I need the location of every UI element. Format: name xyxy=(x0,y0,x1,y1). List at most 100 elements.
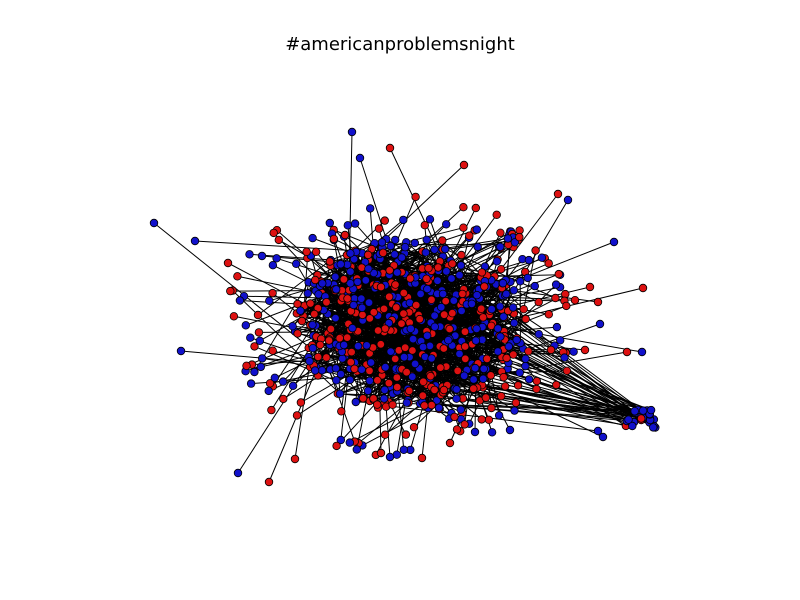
graph-node-red xyxy=(638,283,648,293)
graph-node-red xyxy=(326,324,336,334)
graph-node-red xyxy=(459,160,469,170)
graph-node-red xyxy=(296,398,306,407)
graph-node-red xyxy=(226,286,235,296)
graph-node-red xyxy=(417,453,427,463)
graph-node-red xyxy=(448,309,457,318)
graph-node-blue xyxy=(471,363,480,373)
graph-node-red xyxy=(229,312,239,321)
graph-node-blue xyxy=(345,438,354,447)
graph-node-blue xyxy=(379,394,389,403)
graph-node-blue xyxy=(257,251,267,261)
graph-edge xyxy=(246,311,374,367)
graph-node-red xyxy=(461,354,470,363)
graph-node-red xyxy=(357,263,366,272)
graph-node-red xyxy=(458,289,467,299)
graph-node-red xyxy=(477,268,487,277)
graph-node-blue xyxy=(386,347,395,356)
graph-node-blue xyxy=(524,375,534,384)
graph-node-blue xyxy=(524,255,534,265)
graph-node-blue xyxy=(362,341,371,350)
graph-node-red xyxy=(411,192,420,202)
graph-node-blue xyxy=(336,435,345,445)
graph-node-blue xyxy=(457,306,466,316)
graph-node-red xyxy=(445,324,454,334)
graph-node-blue xyxy=(350,219,360,228)
graph-node-blue xyxy=(339,340,349,350)
graph-node-blue xyxy=(509,286,519,295)
graph-node-red xyxy=(358,394,368,403)
graph-node-red xyxy=(469,384,478,393)
graph-node-red xyxy=(562,366,572,375)
graph-node-red xyxy=(501,382,510,391)
graph-node-blue xyxy=(563,195,573,205)
graph-node-red xyxy=(384,378,394,388)
graph-node-red xyxy=(409,423,419,432)
graph-node-red xyxy=(465,231,474,240)
graph-node-red xyxy=(350,364,359,373)
graph-node-red xyxy=(460,420,469,429)
graph-node-blue xyxy=(441,244,450,254)
graph-node-blue xyxy=(353,277,362,287)
graph-node-blue xyxy=(503,234,513,243)
graph-node-red xyxy=(492,210,501,219)
graph-node-blue xyxy=(444,336,453,345)
graph-edge xyxy=(448,265,561,341)
graph-node-red xyxy=(401,343,410,352)
graph-node-blue xyxy=(397,253,406,262)
graph-node-red xyxy=(306,299,315,308)
graph-node-blue xyxy=(408,334,418,344)
graph-node-red xyxy=(279,394,288,404)
graph-node-red xyxy=(552,380,561,390)
graph-node-red xyxy=(448,259,457,268)
graph-node-red xyxy=(551,293,560,303)
graph-node-blue xyxy=(292,259,301,268)
graph-node-blue xyxy=(460,371,469,380)
graph-node-red xyxy=(311,247,321,256)
graph-node-red xyxy=(415,314,424,324)
graph-node-blue xyxy=(365,376,374,385)
graph-node-red xyxy=(593,297,603,307)
graph-node-blue xyxy=(385,452,395,462)
graph-node-red xyxy=(422,274,431,283)
graph-node-blue xyxy=(628,421,637,431)
graph-node-blue xyxy=(472,324,481,333)
graph-node-blue xyxy=(310,366,320,375)
graph-node-red xyxy=(369,394,378,403)
graph-node-red xyxy=(274,235,283,245)
graph-node-blue xyxy=(401,242,410,252)
graph-node-blue xyxy=(366,358,376,367)
graph-node-red xyxy=(477,304,486,313)
graph-node-red xyxy=(585,282,595,292)
graph-node-blue xyxy=(268,261,278,270)
graph-node-blue xyxy=(470,427,480,437)
graph-node-blue xyxy=(498,279,508,288)
graph-node-blue xyxy=(246,379,256,388)
graph-node-blue xyxy=(452,394,461,403)
graph-node-red xyxy=(427,295,436,304)
graph-node-blue xyxy=(492,257,502,266)
graph-node-blue xyxy=(380,385,389,395)
graph-node-blue xyxy=(296,306,305,315)
graph-node-red xyxy=(373,376,382,385)
graph-node-blue xyxy=(393,268,402,277)
graph-node-blue xyxy=(255,336,264,345)
graph-node-blue xyxy=(346,279,355,288)
graph-node-blue xyxy=(364,298,374,307)
graph-node-red xyxy=(441,296,450,306)
graph-node-red xyxy=(480,282,489,291)
graph-edge xyxy=(456,398,633,427)
graph-node-red xyxy=(365,314,374,323)
graph-node-blue xyxy=(537,253,547,262)
graph-node-red xyxy=(264,477,274,487)
graph-node-red xyxy=(459,202,468,212)
graph-node-red xyxy=(223,258,233,268)
graph-node-red xyxy=(378,248,388,257)
graph-node-blue xyxy=(515,368,524,377)
graph-node-blue xyxy=(149,218,159,228)
graph-node-red xyxy=(254,328,264,337)
graph-node-red xyxy=(496,228,505,237)
graph-node-blue xyxy=(646,405,656,415)
graph-node-red xyxy=(391,280,400,289)
graph-node-blue xyxy=(487,428,497,437)
graph-node-blue xyxy=(351,397,360,407)
